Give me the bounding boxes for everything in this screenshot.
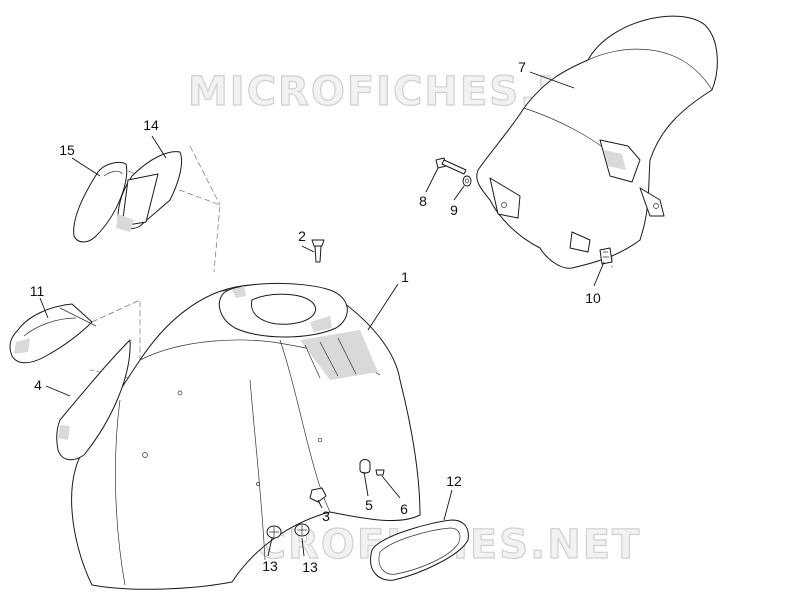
fastener-part-13b	[294, 523, 310, 537]
reflector-strip-part-12	[370, 519, 469, 581]
callout-11: 11	[30, 283, 45, 299]
side-cover-part-4	[56, 339, 131, 461]
callout-13a: 13	[262, 558, 278, 574]
reflector-housing-part-11	[9, 303, 97, 364]
callout-9: 9	[450, 202, 458, 218]
small-screw-part-6	[375, 469, 385, 476]
callout-14: 14	[143, 117, 159, 133]
reflector-lens-part-15	[73, 161, 128, 243]
callout-15: 15	[59, 142, 75, 158]
callout-8: 8	[419, 193, 427, 209]
fastener-part-13a	[266, 525, 282, 539]
callout-10: 10	[585, 290, 601, 306]
bolt-part-8	[435, 157, 467, 175]
callout-6: 6	[400, 501, 408, 517]
nut-part-3	[309, 487, 327, 503]
callout-leaders	[39, 71, 605, 557]
callout-7: 7	[518, 59, 526, 75]
grommet-part-5	[359, 459, 371, 474]
screw-part-2	[311, 239, 325, 263]
callout-5: 5	[365, 497, 373, 513]
callout-2: 2	[298, 228, 306, 244]
callout-3: 3	[322, 508, 330, 524]
reflector-cover-part-14	[116, 151, 183, 232]
clip-nut-part-10	[599, 247, 613, 265]
callout-labels: 1 2 3 4 5 6 7 8 9 10 11 12 13 13 14 15	[30, 59, 601, 575]
callout-13b: 13	[302, 559, 318, 575]
washer-part-9	[462, 175, 472, 187]
rear-mudguard-part-7	[476, 15, 718, 269]
callout-4: 4	[34, 377, 42, 393]
front-fender-part-1	[71, 282, 421, 590]
callout-12: 12	[446, 473, 462, 489]
callout-1: 1	[401, 269, 409, 285]
